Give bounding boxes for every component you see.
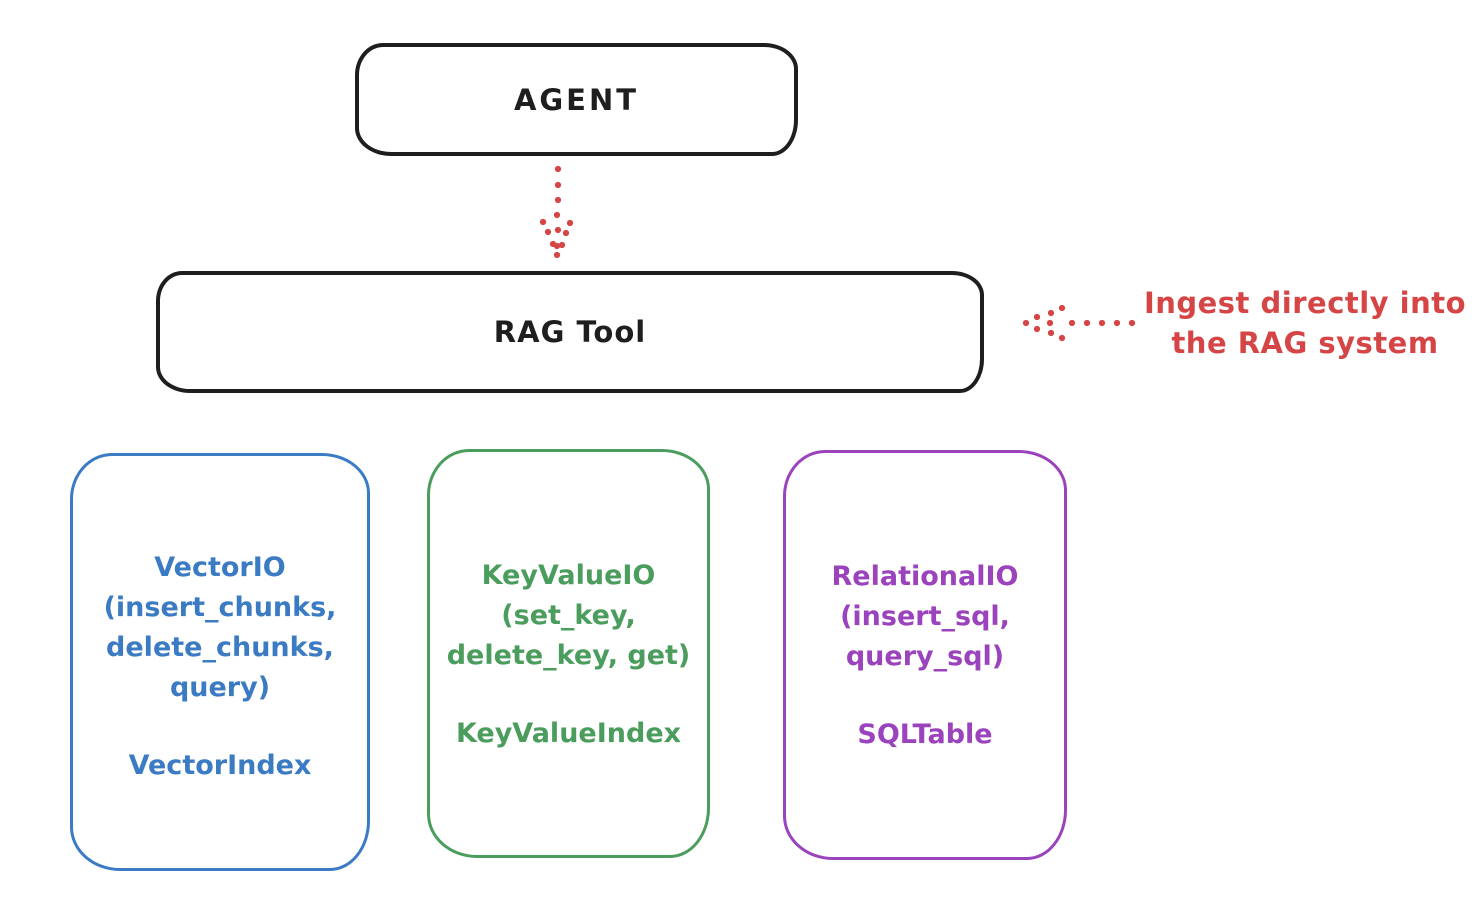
ingest-annotation-line1: Ingest directly into — [1143, 286, 1467, 320]
vector-io-text: VectorIO (insert_chunks, delete_chunks, … — [73, 548, 367, 786]
spacer — [430, 676, 707, 714]
keyvalue-io-line: KeyValueIO — [481, 560, 656, 591]
agent-box-label: AGENT — [513, 82, 640, 117]
ingest-annotation: Ingest directly into the RAG system — [1140, 283, 1470, 363]
vector-io-line: delete_chunks, — [106, 632, 334, 663]
spacer — [73, 708, 367, 746]
relational-io-box: RelationalIO (insert_sql, query_sql) SQL… — [783, 450, 1067, 860]
sql-table-label: SQLTable — [857, 719, 993, 750]
relational-io-line: (insert_sql, — [840, 601, 1010, 632]
keyvalue-io-line: (set_key, — [501, 600, 636, 631]
rag-tool-box: RAG Tool — [156, 271, 984, 393]
dotted-arrow-down-icon — [539, 165, 574, 259]
keyvalue-io-box: KeyValueIO (set_key, delete_key, get) Ke… — [427, 449, 710, 858]
vector-io-line: (insert_chunks, — [103, 592, 337, 623]
relational-io-line: query_sql) — [845, 641, 1005, 672]
keyvalue-io-text: KeyValueIO (set_key, delete_key, get) Ke… — [430, 556, 707, 754]
relational-io-text: RelationalIO (insert_sql, query_sql) SQL… — [786, 557, 1064, 755]
keyvalue-index-label: KeyValueIndex — [455, 718, 682, 749]
vector-io-line: query) — [169, 672, 271, 703]
keyvalue-io-line: delete_key, get) — [446, 640, 691, 671]
vector-io-box: VectorIO (insert_chunks, delete_chunks, … — [70, 453, 370, 871]
ingest-annotation-line2: the RAG system — [1171, 326, 1439, 360]
agent-box: AGENT — [355, 43, 798, 156]
spacer — [786, 677, 1064, 715]
relational-io-line: RelationalIO — [831, 561, 1019, 592]
vector-io-line: VectorIO — [154, 552, 286, 583]
dotted-arrow-left-icon — [1022, 304, 1136, 342]
vector-index-label: VectorIndex — [128, 750, 312, 781]
rag-tool-box-label: RAG Tool — [493, 315, 647, 349]
